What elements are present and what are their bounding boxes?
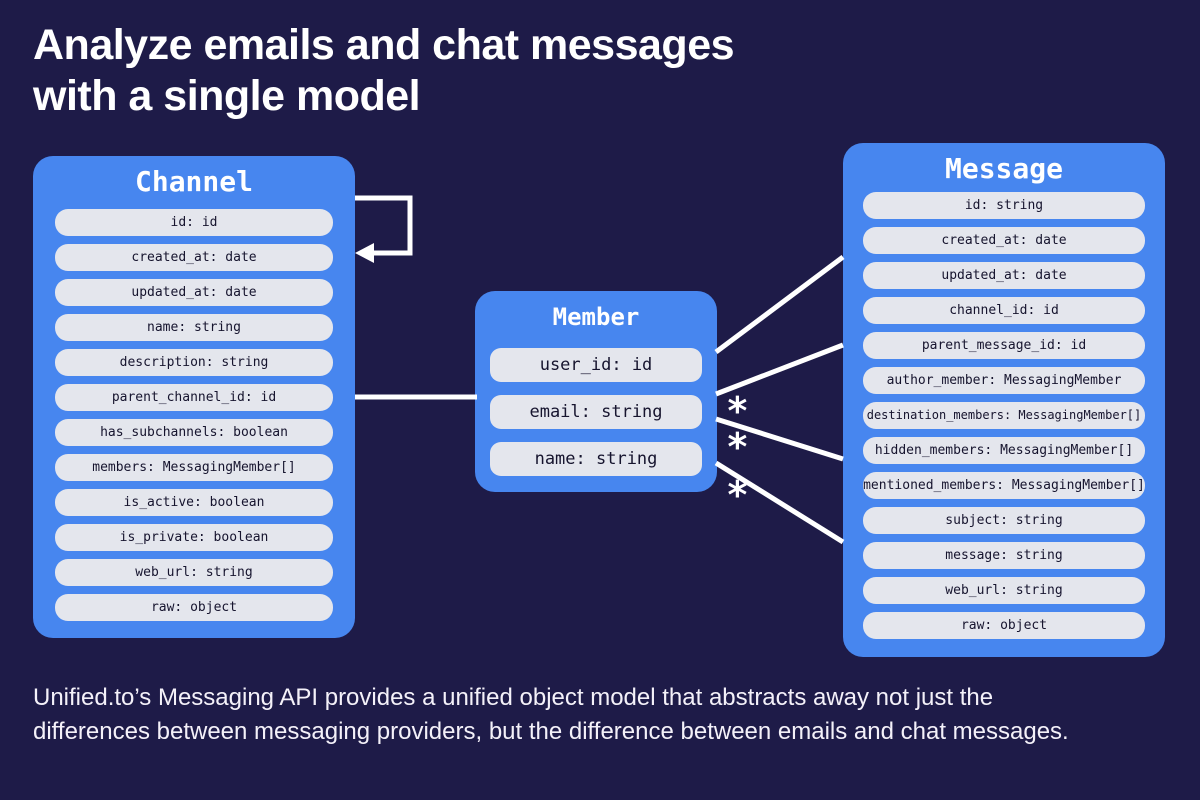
page-title-line2: with a single model xyxy=(33,72,421,120)
field-pill: updated_at: date xyxy=(863,262,1145,289)
field-pill: is_private: boolean xyxy=(55,524,333,551)
field-pill: parent_message_id: id xyxy=(863,332,1145,359)
entity-member: Member user_id: id email: string name: str… xyxy=(475,291,717,492)
member-message-line-1 xyxy=(714,254,845,355)
field-pill: web_url: string xyxy=(55,559,333,586)
field-pill: updated_at: date xyxy=(55,279,333,306)
field-pill: destination_members: MessagingMember[] xyxy=(863,402,1145,429)
field-pill: has_subchannels: boolean xyxy=(55,419,333,446)
field-pill: message: string xyxy=(863,542,1145,569)
entity-title: Message xyxy=(944,152,1063,185)
page-title-line1: Analyze emails and chat messages xyxy=(33,21,735,69)
member-message-line-2 xyxy=(715,342,844,397)
channel-self-loop-arrowhead xyxy=(355,243,374,263)
field-pill: mentioned_members: MessagingMember[] xyxy=(863,472,1145,499)
field-pill: author_member: MessagingMember xyxy=(863,367,1145,394)
field-pill: web_url: string xyxy=(863,577,1145,604)
field-pill: name: string xyxy=(55,314,333,341)
field-pill: parent_channel_id: id xyxy=(55,384,333,411)
field-pill: description: string xyxy=(55,349,333,376)
entity-channel: Channel id: id created_at: date updated_at… xyxy=(33,156,355,638)
field-pill: email: string xyxy=(490,395,702,429)
field-pill: name: string xyxy=(490,442,702,476)
page-description: Unified.to’s Messaging API provides a un… xyxy=(33,684,1069,745)
field-pill: created_at: date xyxy=(55,244,333,271)
field-pill: hidden_members: MessagingMember[] xyxy=(863,437,1145,464)
field-pill: id: id xyxy=(55,209,333,236)
multiplicity-asterisk: * xyxy=(726,473,749,517)
field-list: id: string created_at: date updated_at: da… xyxy=(863,192,1145,639)
field-pill: is_active: boolean xyxy=(55,489,333,516)
field-pill: channel_id: id xyxy=(863,297,1145,324)
field-pill: subject: string xyxy=(863,507,1145,534)
entity-message: Message id: string created_at: date update… xyxy=(843,143,1165,657)
field-list: user_id: id email: string name: string xyxy=(490,348,702,476)
channel-self-loop-line xyxy=(355,195,413,256)
field-pill: raw: object xyxy=(863,612,1145,639)
field-pill: user_id: id xyxy=(490,348,702,382)
field-pill: created_at: date xyxy=(863,227,1145,254)
field-pill: id: string xyxy=(863,192,1145,219)
entity-title: Member xyxy=(552,303,640,331)
field-list: id: id created_at: date updated_at: date na… xyxy=(55,209,333,621)
multiplicity-asterisk: * xyxy=(726,425,749,469)
field-pill: raw: object xyxy=(55,594,333,621)
entity-title: Channel xyxy=(134,165,253,198)
field-pill: members: MessagingMember[] xyxy=(55,454,333,481)
